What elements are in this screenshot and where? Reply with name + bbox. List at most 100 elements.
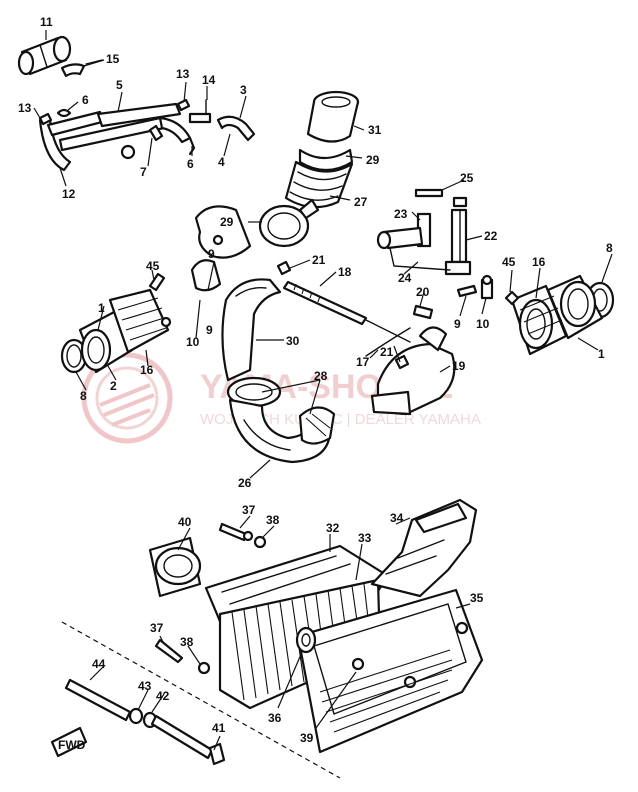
left-intake-manifold (60, 272, 172, 374)
watermark-subtitle: WOJCIECH KUMIEC | DEALER YAMAHA (200, 411, 481, 428)
label-16-right: 16 (532, 255, 546, 269)
label-18: 18 (338, 265, 352, 279)
part-29-clamp-lower (258, 198, 320, 248)
label-4: 4 (218, 155, 225, 169)
label-34: 34 (390, 511, 404, 525)
part-14-fitting (188, 99, 212, 124)
part-23-valve (376, 212, 432, 250)
part-3-hose (216, 115, 256, 142)
part-37-bolt-lower (154, 638, 184, 664)
label-11: 11 (40, 15, 53, 29)
center-intake-duct (190, 90, 360, 464)
label-27: 27 (354, 195, 368, 209)
label-45-right: 45 (502, 255, 516, 269)
label-17: 17 (356, 355, 370, 369)
label-35: 35 (470, 591, 484, 605)
label-6-right: 6 (187, 157, 194, 171)
part-15-clamp (60, 59, 103, 78)
part-40-joint (148, 536, 202, 598)
part-39-bracket (319, 649, 453, 733)
part-16-flange-left (108, 288, 170, 354)
label-12: 12 (62, 187, 76, 201)
label-7: 7 (140, 165, 147, 179)
label-14: 14 (202, 73, 216, 87)
part-13-clip (38, 98, 191, 126)
label-29-top: 29 (366, 153, 380, 167)
part-22-pipe (444, 208, 472, 276)
fwd-arrow: FWD (50, 726, 88, 758)
label-1-left: 1 (98, 301, 105, 315)
label-21-top: 21 (312, 253, 326, 267)
label-33: 33 (358, 531, 372, 545)
part-38-nut-upper (253, 535, 267, 549)
label-38-top: 38 (266, 513, 280, 527)
label-16-left: 16 (140, 363, 154, 377)
label-2: 2 (110, 379, 117, 393)
label-29-left: 29 (220, 215, 234, 229)
label-20: 20 (416, 285, 430, 299)
label-9-right: 9 (454, 317, 461, 331)
label-36: 36 (268, 711, 282, 725)
part-31-cap (306, 90, 360, 143)
part-11-joint (17, 35, 72, 76)
top-left-hose-assembly (17, 35, 256, 172)
part-7-fitting (120, 124, 164, 160)
leader-lines (33, 30, 613, 751)
part-43-washer (128, 707, 144, 725)
label-25: 25 (460, 171, 474, 185)
part-28-clamp-right (298, 406, 336, 445)
label-44: 44 (92, 657, 106, 671)
label-42: 42 (156, 689, 170, 703)
part-36-grommet (295, 626, 317, 654)
label-10-left: 10 (186, 335, 200, 349)
part-34-intake-snorkel (370, 498, 478, 598)
label-24: 24 (398, 271, 412, 285)
part-37-bolt-upper (218, 522, 254, 542)
part-44-shaft (64, 678, 132, 722)
label-5: 5 (116, 78, 123, 92)
part-41-bolt (150, 714, 226, 766)
label-32: 32 (326, 521, 340, 535)
dashed-reference-line (61, 621, 341, 779)
label-19: 19 (452, 359, 466, 373)
label-15: 15 (106, 52, 120, 66)
label-23: 23 (394, 207, 408, 221)
part-29-clamp-top (298, 148, 354, 172)
label-37-lower: 37 (150, 621, 164, 635)
label-1-right: 1 (598, 347, 605, 361)
part-17-bracket (365, 327, 411, 357)
label-13-right: 13 (176, 67, 190, 81)
part-number-labels: 11 15 13 6 5 13 14 3 4 6 7 12 31 29 27 2… (18, 15, 613, 745)
part-45-bolt-left (148, 272, 172, 328)
label-22: 22 (484, 229, 498, 243)
part-20-bolt (412, 304, 434, 320)
part-10-washer-right (480, 274, 494, 300)
part-38-nut-lower (197, 661, 211, 675)
part-28-clamp-left (226, 376, 282, 408)
part-6-clip (56, 108, 196, 156)
label-6-left: 6 (82, 93, 89, 107)
label-30: 30 (286, 334, 300, 348)
label-8-right: 8 (606, 241, 613, 255)
label-10-right: 10 (476, 317, 490, 331)
mounting-bracket (190, 205, 252, 292)
part-18-rod (282, 280, 411, 343)
label-13-left: 13 (18, 101, 32, 115)
label-9-left: 9 (208, 247, 215, 261)
fwd-arrow-label: FWD (58, 738, 86, 752)
label-39: 39 (300, 731, 314, 745)
part-8-oring-left (60, 338, 88, 374)
part-9-bolt-right (456, 284, 478, 298)
right-intake-manifold (456, 274, 615, 356)
air-box-assembly: FWD (50, 498, 484, 779)
watermark-logo (81, 352, 173, 444)
label-26: 26 (238, 476, 252, 490)
label-41: 41 (212, 721, 226, 735)
label-8-left: 8 (80, 389, 87, 403)
part-5-hose (58, 102, 192, 152)
top-right-valve (376, 188, 472, 276)
label-31: 31 (368, 123, 382, 137)
label-37-top: 37 (242, 503, 256, 517)
label-28: 28 (314, 369, 328, 383)
